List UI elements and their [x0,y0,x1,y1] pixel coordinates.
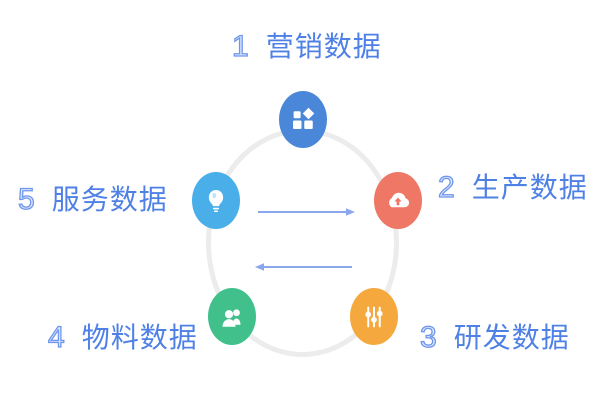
sliders-icon [365,306,383,327]
marketing-data-icon-circle [279,91,327,148]
label-marketing-data: 1 营销数据 [231,30,382,64]
lightbulb-icon [208,189,224,212]
step-number-1: 1 [231,30,249,64]
users-icon [222,308,241,327]
grid-category-icon [293,107,315,129]
material-data-icon-circle [208,288,256,345]
step-number-4: 4 [47,321,65,355]
step-number-3: 3 [419,321,437,355]
cloud-upload-icon [389,192,410,207]
step-label-production: 生产数据 [471,172,588,203]
step-label-marketing: 营销数据 [265,31,382,62]
step-label-rnd: 研发数据 [453,322,570,353]
label-material-data: 4 物料数据 [47,321,198,355]
production-data-icon-circle [374,172,422,229]
label-production-data: 2 生产数据 [437,171,588,205]
step-number-5: 5 [17,183,35,217]
step-label-material: 物料数据 [81,322,198,353]
label-service-data: 5 服务数据 [17,183,168,217]
label-rnd-data: 3 研发数据 [419,321,570,355]
arrow-left-icon [255,263,352,271]
rnd-data-icon-circle [350,288,398,345]
step-label-service: 服务数据 [51,184,168,215]
step-number-2: 2 [437,171,455,205]
service-data-icon-circle [192,172,240,229]
arrow-right-icon [258,208,355,216]
